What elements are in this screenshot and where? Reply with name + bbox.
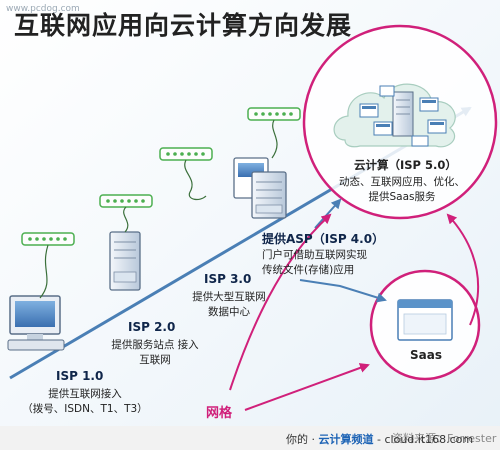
- arrow-grid-to-cloud: [229, 213, 332, 391]
- source-note: 资料来源：Forrester: [392, 432, 497, 445]
- watermark: www.pcdog.com: [6, 4, 80, 14]
- arrow-saas-to-cloud: [446, 213, 480, 326]
- isp2-desc-line2: 互联网: [139, 354, 171, 366]
- cable-2: [123, 206, 129, 233]
- grid-label: 网格: [206, 406, 233, 421]
- isp4-label: 提供ASP（ISP 4.0）: [262, 232, 385, 246]
- saas-label: Saas: [410, 348, 442, 362]
- footer-separator: -: [377, 433, 381, 446]
- page-title: 互联网应用向云计算方向发展: [14, 11, 353, 40]
- cloud-icon: [333, 83, 456, 148]
- network-switch-icon-2: [99, 194, 153, 208]
- isp3-desc-line1: 提供大型互联网: [192, 291, 266, 303]
- cable-3: [184, 159, 207, 201]
- cloud-desc: 动态、互联网应用、优化、 提供Saas服务: [334, 175, 470, 205]
- isp3-desc: 提供大型互联网 数据中心: [170, 290, 288, 320]
- isp1-label: ISP 1.0: [56, 369, 104, 383]
- server-rack-icon-3: [233, 157, 287, 219]
- footer-prefix: 你的: [286, 433, 308, 446]
- isp1-desc: 提供互联网接入 （拨号、ISDN、T1、T3）: [20, 387, 150, 417]
- isp2-desc: 提供服务站点 接入 互联网: [90, 338, 220, 368]
- footer-url[interactable]: cloud.it168.com: [384, 433, 474, 446]
- isp1-desc-line1: 提供互联网接入: [48, 388, 122, 400]
- footer-bar: [0, 426, 500, 450]
- arrow-grid-to-saas: [244, 363, 370, 411]
- arrow-asp-to-saas: [299, 279, 387, 303]
- pc-icon: [7, 295, 65, 351]
- network-switch-icon-4: [247, 107, 301, 121]
- isp2-desc-line1: 提供服务站点 接入: [111, 339, 199, 351]
- network-switch-icon-1: [21, 232, 75, 246]
- cloud-label: 云计算（ISP 5.0）: [354, 158, 457, 172]
- saas-window-icon: [397, 299, 453, 341]
- isp4-desc: 门户可借助互联网实现 传统文件(存储)应用: [262, 248, 367, 278]
- cloud-desc-line1: 动态、互联网应用、优化、: [339, 176, 465, 188]
- cloud-desc-line2: 提供Saas服务: [368, 191, 436, 203]
- cable-1: [39, 244, 49, 299]
- isp4-desc-line1: 门户可借助互联网实现: [262, 249, 367, 261]
- isp2-label: ISP 2.0: [128, 320, 176, 334]
- isp1-desc-line2: （拨号、ISDN、T1、T3）: [22, 403, 148, 415]
- cable-4: [271, 119, 278, 159]
- footer-bullet: ·: [311, 433, 316, 446]
- isp4-desc-line2: 传统文件(存储)应用: [262, 264, 355, 276]
- footer-brand[interactable]: 云计算频道: [318, 433, 374, 446]
- footer-credit: 你的 · 云计算频道 - cloud.it168.com: [286, 431, 473, 447]
- server-icon-2: [109, 231, 141, 291]
- isp3-label: ISP 3.0: [204, 272, 252, 286]
- network-switch-icon-3: [159, 147, 213, 161]
- isp3-desc-line2: 数据中心: [208, 306, 250, 318]
